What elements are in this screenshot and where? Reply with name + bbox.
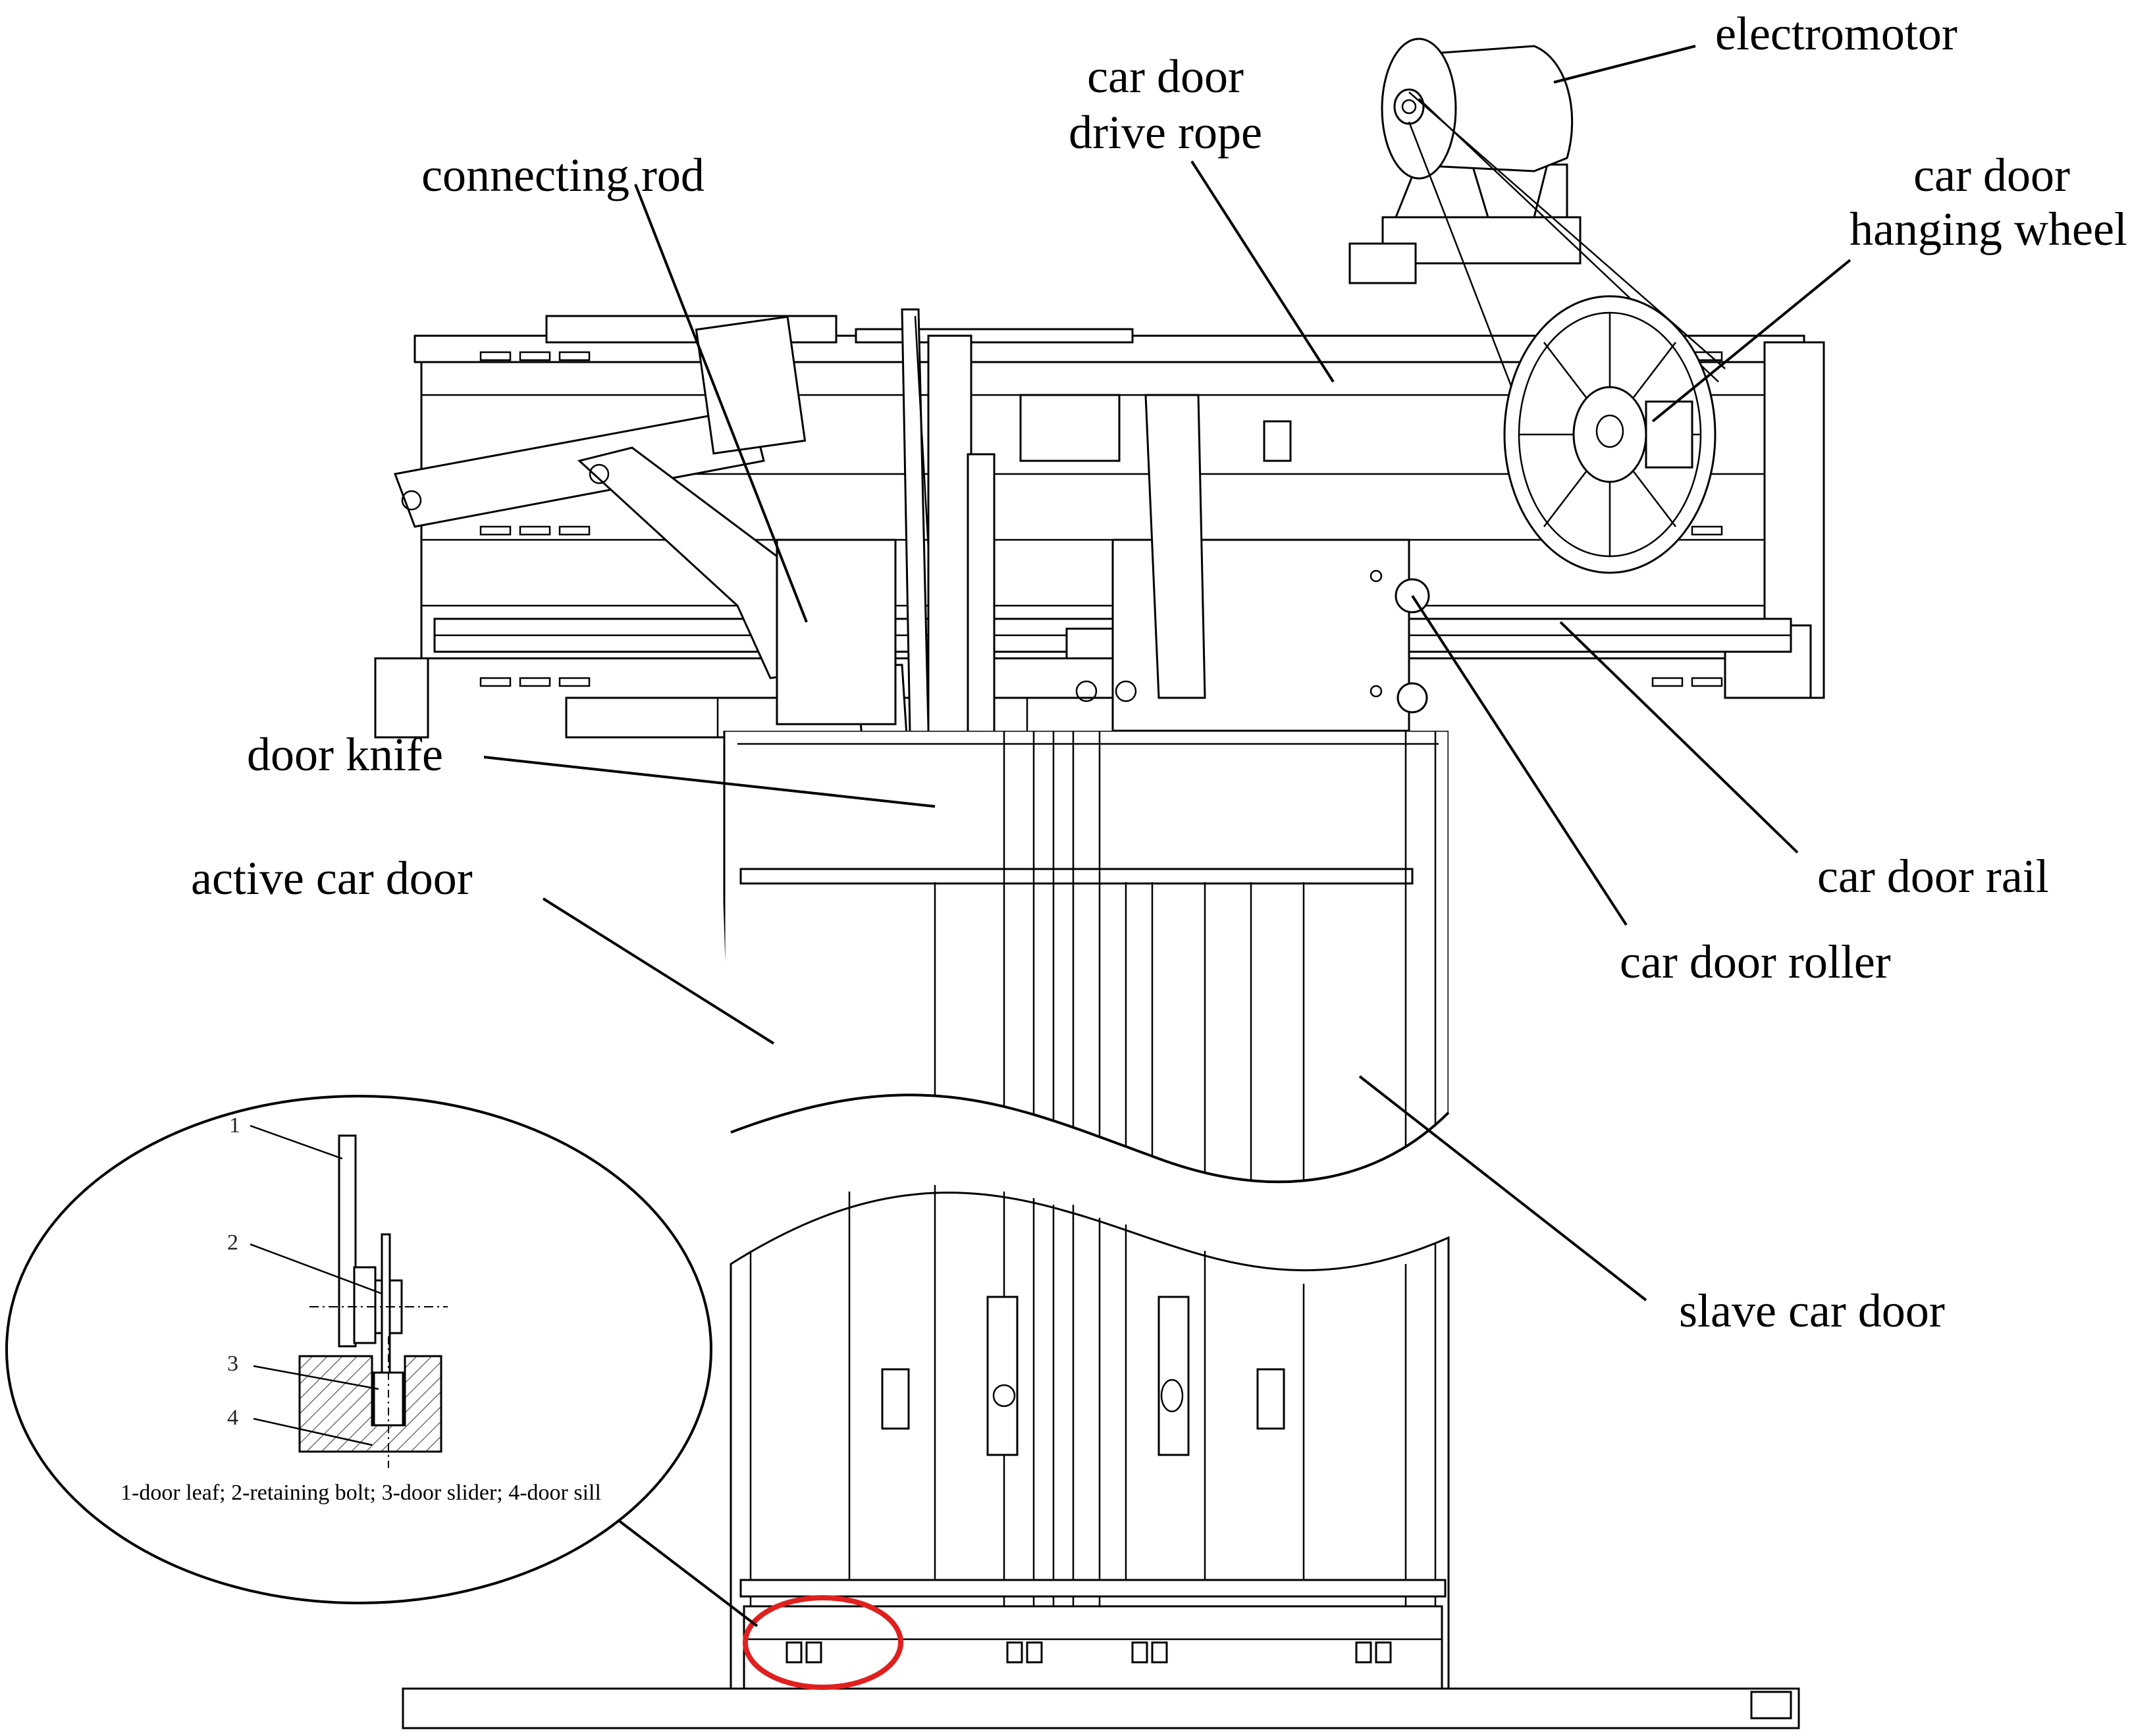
label-hanging-wheel-line-2: hanging wheel	[1849, 203, 2127, 255]
electromotor	[1348, 38, 1582, 284]
detail-caption: 1-door leaf; 2-retaining bolt; 3-door sl…	[120, 1481, 601, 1505]
label-drive-rope-line-1: car door	[1087, 50, 1244, 103]
door-panels-top	[723, 731, 1450, 1184]
label-slave-car-door: slave car door	[1679, 1284, 1945, 1337]
label-electromotor: electromotor	[1715, 7, 1957, 60]
label-door-knife: door knife	[247, 728, 443, 781]
leader-lines	[483, 45, 1851, 1302]
door-panels-bottom	[730, 1185, 1450, 1690]
labels: electromotor car door drive rope connect…	[191, 7, 2127, 1337]
label-active-car-door: active car door	[191, 852, 473, 905]
detail-number-3: 3	[227, 1352, 238, 1376]
label-car-door-roller: car door roller	[1620, 935, 1891, 988]
detail-number-2: 2	[227, 1230, 238, 1255]
detail-inset: 1 2 3 4 1-door leaf; 2-retaining bolt; 3…	[5, 1095, 758, 1627]
car-door-hanging-wheel	[1503, 295, 1716, 574]
detail-number-1: 1	[229, 1113, 240, 1138]
highlight-circle	[743, 1595, 903, 1690]
label-car-door-rail: car door rail	[1817, 850, 2049, 903]
label-connecting-rod: connecting rod	[421, 149, 705, 201]
car-door-roller	[776, 394, 1430, 732]
label-drive-rope-line-2: drive rope	[1069, 106, 1262, 159]
label-hanging-wheel-line-1: car door	[1913, 149, 2070, 201]
detail-number-4: 4	[227, 1406, 238, 1430]
door-sill	[402, 1687, 1800, 1729]
